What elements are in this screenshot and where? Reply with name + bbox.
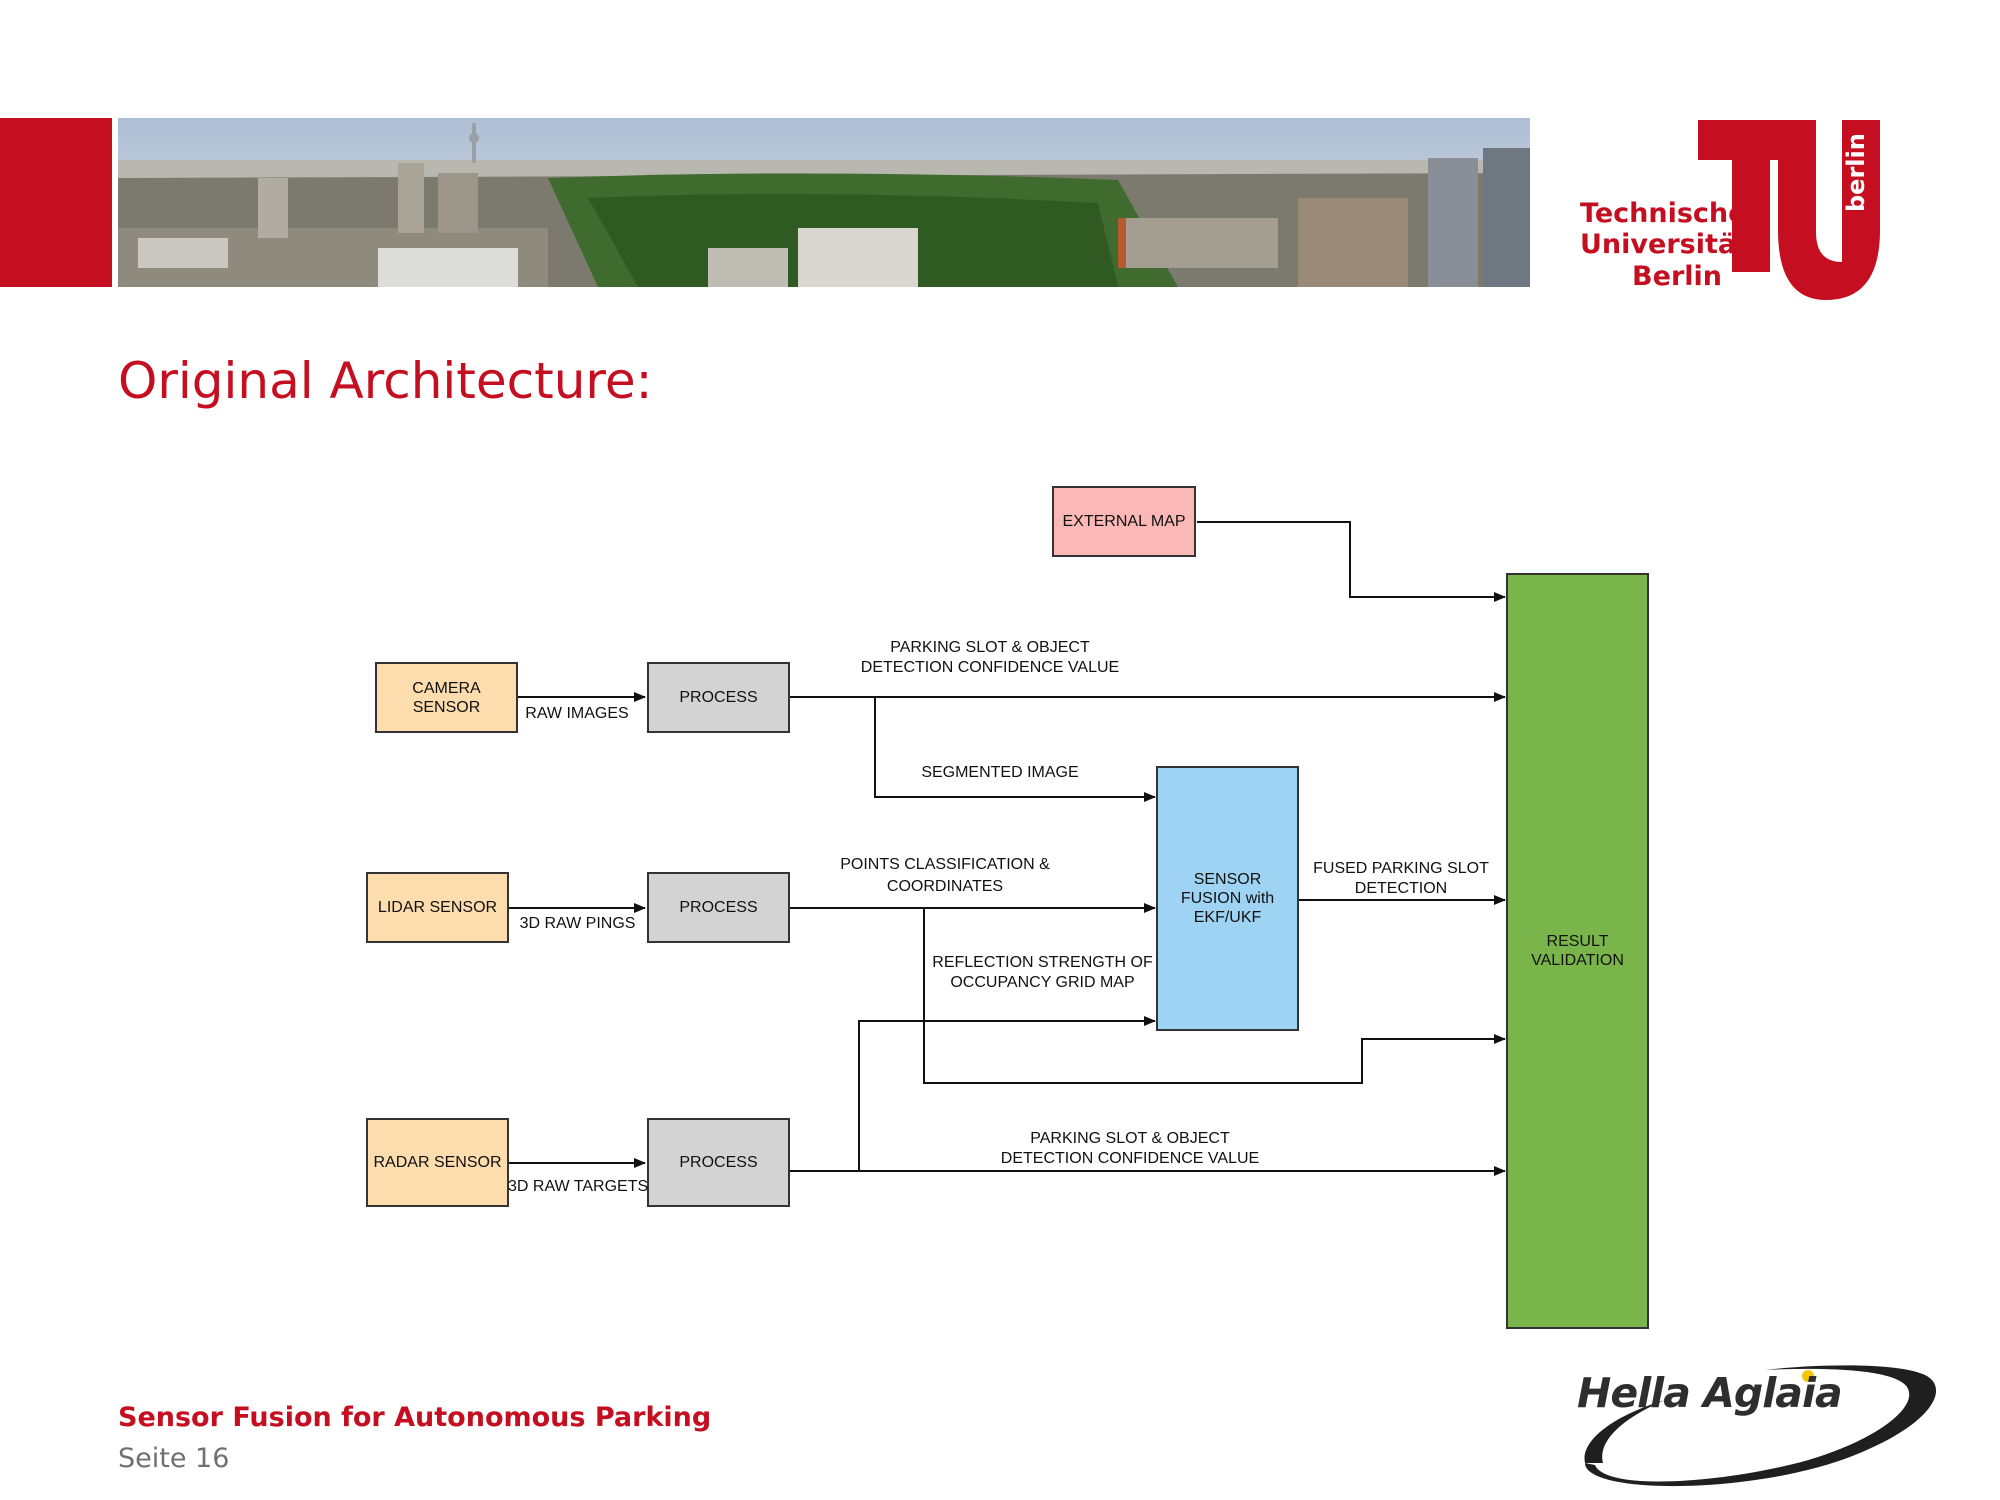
tu-name-line-1: Technische: [1580, 198, 1747, 229]
process-camera-box: PROCESS: [647, 662, 790, 733]
label-reflection-strength: REFLECTION STRENGTH OF OCCUPANCY GRID MA…: [932, 954, 1153, 991]
berlin-skyline-banner: [118, 118, 1530, 287]
label-raw-pings: 3D RAW PINGS: [519, 915, 636, 932]
label-points-classification: POINTS CLASSIFICATION & COORDINATES: [840, 856, 1050, 895]
page-number: Seite 16: [118, 1443, 230, 1474]
label-raw-images: RAW IMAGES: [525, 705, 629, 722]
process-radar-box: PROCESS: [647, 1118, 790, 1207]
camera-sensor-box: CAMERA SENSOR: [375, 662, 518, 733]
label-segmented-image: SEGMENTED IMAGE: [921, 764, 1079, 781]
label-radar-detection: PARKING SLOT & OBJECT DETECTION CONFIDEN…: [1000, 1130, 1260, 1167]
edge-external-map: [1197, 521, 1506, 602]
edge-reflection-strength: [923, 908, 1506, 1084]
tu-name-line-2: Universität: [1580, 229, 1749, 260]
tu-name-line-3: Berlin: [1632, 261, 1722, 292]
lidar-sensor-box: LIDAR SENSOR: [366, 872, 509, 943]
tu-berlin-logo: berlin Technische Universität Berlin: [1580, 112, 1910, 302]
label-camera-detection: PARKING SLOT & OBJECT DETECTION CONFIDEN…: [860, 639, 1120, 676]
label-fused-detection: FUSED PARKING SLOT DETECTION: [1313, 860, 1489, 897]
edge-radar-to-fusion: [858, 1016, 1156, 1171]
tu-mark-icon: [1698, 120, 1880, 300]
sensor-fusion-box: SENSOR FUSION with EKF/UKF: [1156, 766, 1299, 1031]
external-map-box: EXTERNAL MAP: [1052, 486, 1196, 557]
result-validation-box: RESULT VALIDATION: [1506, 573, 1649, 1329]
hella-aglaia-wordmark: Hella Aglaia: [1577, 1369, 1843, 1417]
label-raw-targets: 3D RAW TARGETS: [508, 1178, 649, 1195]
footer-title: Sensor Fusion for Autonomous Parking: [118, 1402, 712, 1433]
hella-swoosh-icon: [1584, 1365, 1937, 1487]
edge-segmented-image: [874, 697, 1156, 802]
header-red-block: [0, 118, 112, 287]
page-title: Original Architecture:: [118, 352, 653, 410]
process-lidar-box: PROCESS: [647, 872, 790, 943]
hella-aglaia-logo: Hella Aglaia: [1555, 1345, 1940, 1495]
radar-sensor-box: RADAR SENSOR: [366, 1118, 509, 1207]
